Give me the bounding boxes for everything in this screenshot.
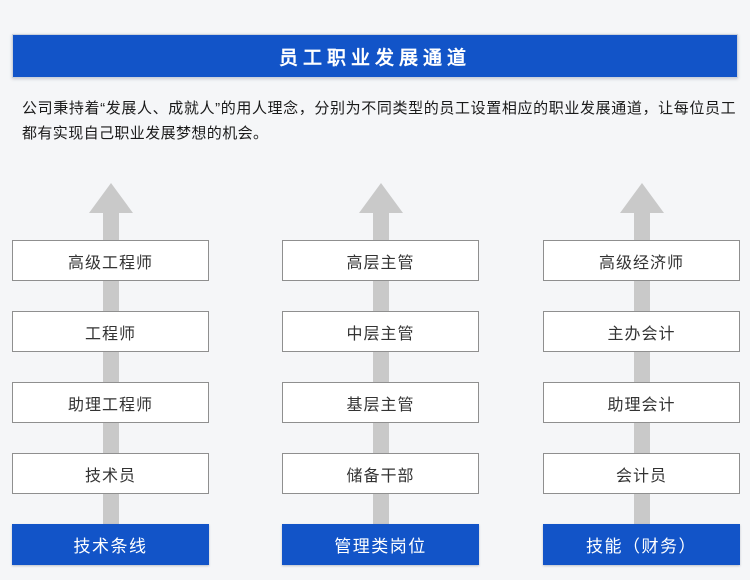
page-title-banner: 员工职业发展通道 <box>12 34 738 78</box>
up-arrow-icon <box>619 183 664 213</box>
up-arrow-shaft <box>102 211 119 531</box>
up-arrow-shaft <box>372 211 389 531</box>
level-box: 主办会计 <box>543 311 740 352</box>
level-box: 会计员 <box>543 453 740 494</box>
level-box: 中层主管 <box>282 311 479 352</box>
up-arrow-icon <box>358 183 403 213</box>
career-channel: 技能（财务） 高级经济师主办会计助理会计会计员 <box>543 183 740 565</box>
level-box: 助理工程师 <box>12 382 209 423</box>
career-channel: 管理类岗位 高层主管中层主管基层主管储备干部 <box>282 183 479 565</box>
channel-name-box: 管理类岗位 <box>282 524 479 565</box>
level-box: 高级工程师 <box>12 240 209 281</box>
level-box: 技术员 <box>12 453 209 494</box>
career-channel: 技术条线 高级工程师工程师助理工程师技术员 <box>12 183 209 565</box>
level-box: 储备干部 <box>282 453 479 494</box>
up-arrow-icon <box>88 183 133 213</box>
level-box: 助理会计 <box>543 382 740 423</box>
up-arrow-shaft <box>633 211 650 531</box>
career-channels: 技术条线 高级工程师工程师助理工程师技术员 管理类岗位 高层主管中层主管基层主管… <box>12 183 740 565</box>
level-box: 高级经济师 <box>543 240 740 281</box>
channel-name-box: 技术条线 <box>12 524 209 565</box>
page-title: 员工职业发展通道 <box>278 47 471 69</box>
level-box: 工程师 <box>12 311 209 352</box>
intro-paragraph: 公司秉持着“发展人、成就人”的用人理念，分别为不同类型的员工设置相应的职业发展通… <box>22 100 736 142</box>
level-box: 高层主管 <box>282 240 479 281</box>
level-box: 基层主管 <box>282 382 479 423</box>
channel-name-box: 技能（财务） <box>543 524 740 565</box>
